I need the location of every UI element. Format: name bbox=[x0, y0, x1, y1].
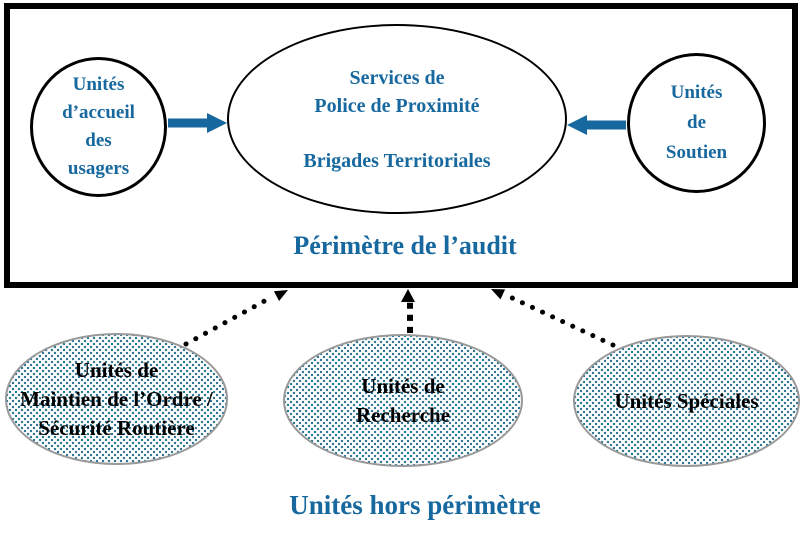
node-line: usagers bbox=[67, 158, 130, 179]
node-services-police-proximite: Services de Police de Proximité Brigades… bbox=[227, 24, 567, 214]
node-unites-soutien: Unités de Soutien bbox=[627, 53, 766, 193]
node-unites-accueil-label: Unités d’accueil des usagers bbox=[62, 71, 135, 183]
node-line: Unités de bbox=[74, 357, 159, 382]
node-line: Police de Proximité bbox=[314, 94, 480, 117]
node-line: Services de bbox=[349, 66, 445, 89]
node-line: Soutien bbox=[665, 142, 728, 163]
node-line: Brigades Territoriales bbox=[303, 149, 491, 172]
node-line: Recherche bbox=[355, 402, 451, 427]
node-line: Maintien de l’Ordre / bbox=[20, 386, 213, 411]
node-line: de bbox=[687, 112, 706, 133]
node-line: Sécurité Routière bbox=[38, 415, 195, 440]
node-line: Unités de bbox=[361, 373, 445, 398]
node-line: Unités bbox=[670, 82, 723, 103]
dotted-arrow-speciales-to-perimeter-icon bbox=[491, 289, 616, 348]
node-maintien-ordre-securite-routiere: Unités de Maintien de l’Ordre / Sécurité… bbox=[5, 333, 228, 465]
node-unites-accueil: Unités d’accueil des usagers bbox=[30, 57, 167, 197]
node-line: Unités bbox=[72, 74, 125, 95]
outside-title: Unités hors périmètre bbox=[289, 490, 541, 520]
dotted-arrow-recherche-to-perimeter-icon bbox=[401, 289, 415, 333]
node-line: Unités Spéciales bbox=[614, 388, 759, 413]
node-line: des bbox=[85, 130, 112, 151]
node-services-label: Services de Police de Proximité Brigades… bbox=[303, 64, 490, 175]
perimeter-title: Périmètre de l’audit bbox=[293, 231, 517, 260]
node-maintien-label: Unités de Maintien de l’Ordre / Sécurité… bbox=[20, 356, 213, 443]
node-unites-recherche: Unités de Recherche bbox=[283, 334, 523, 467]
node-unites-speciales: Unités Spéciales bbox=[573, 335, 800, 467]
node-unites-soutien-label: Unités de Soutien bbox=[666, 78, 727, 168]
node-recherche-label: Unités de Recherche bbox=[356, 372, 450, 430]
node-line: d’accueil bbox=[62, 102, 135, 123]
node-speciales-label: Unités Spéciales bbox=[614, 387, 758, 416]
dotted-arrow-maintien-to-perimeter-icon bbox=[183, 290, 288, 347]
